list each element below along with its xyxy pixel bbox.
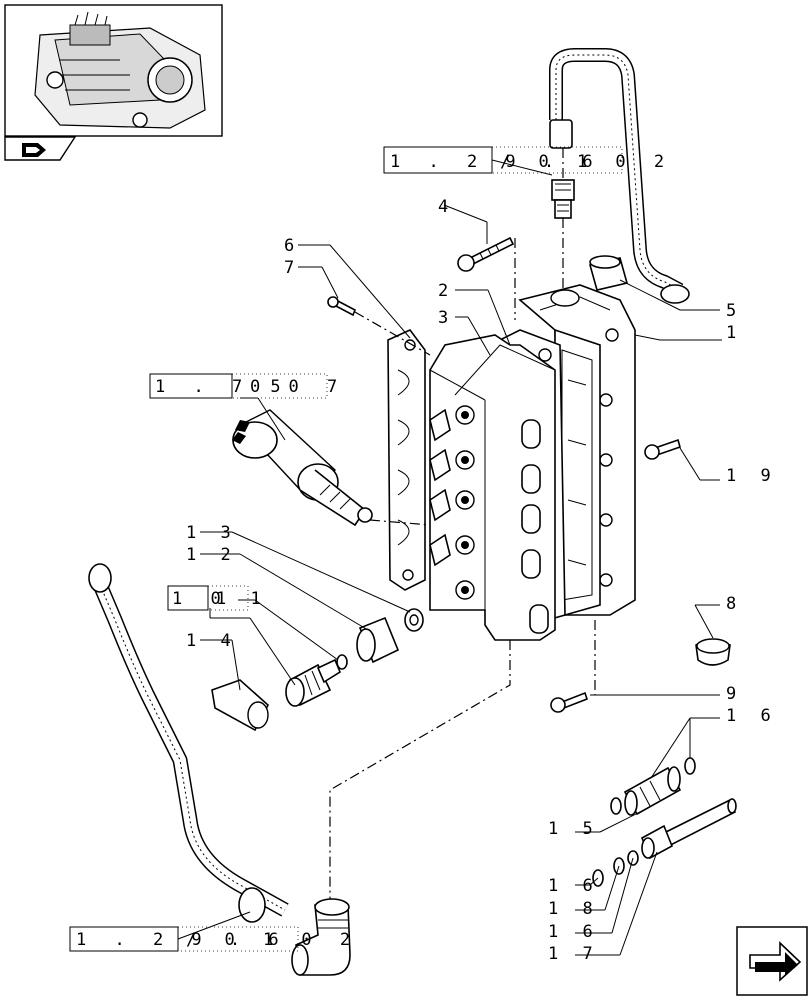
callout-16-bottom: 1 6 bbox=[548, 922, 600, 942]
solenoid-valve bbox=[232, 409, 373, 527]
ref-mid-box-text: 1 . 7 5 bbox=[155, 377, 290, 397]
sleeve-12 bbox=[356, 616, 400, 664]
callout-15: 1 5 bbox=[548, 819, 600, 839]
ref-top-tail-text: / 0 1 0 2 bbox=[500, 152, 673, 172]
next-page-arrow-icon bbox=[749, 941, 802, 982]
o-ring-small bbox=[336, 654, 348, 670]
reference-top[interactable]: 1 . 2 9 . 6 / 0 1 0 2 bbox=[383, 146, 673, 174]
callout-19: 1 9 bbox=[726, 466, 778, 486]
callout-17: 1 7 bbox=[548, 944, 600, 964]
upper-oil-pipe bbox=[549, 48, 690, 304]
callout-13: 1 3 bbox=[186, 523, 238, 543]
callout-16-mid: 1 6 bbox=[548, 876, 600, 896]
elbow-fitting bbox=[291, 898, 351, 976]
fitting-15 bbox=[623, 766, 682, 816]
bolt-9 bbox=[550, 691, 588, 713]
ref-mid-tail-text: 0 0 7 bbox=[250, 377, 346, 397]
callout-18: 1 8 bbox=[548, 899, 600, 919]
ref-left-box-text: 1 0 bbox=[172, 589, 230, 609]
top-fitting bbox=[551, 179, 575, 219]
callout-5: 5 bbox=[726, 301, 743, 321]
callout-14: 1 4 bbox=[186, 631, 238, 651]
ref-bottom-box-text: 1 . 2 9 . 6 bbox=[76, 930, 288, 950]
next-page-button[interactable] bbox=[736, 926, 808, 996]
bookmark-tab[interactable] bbox=[4, 136, 77, 161]
bolt-4 bbox=[457, 236, 515, 272]
sensor-11 bbox=[285, 658, 341, 707]
ref-top-box-text: 1 . 2 9 . 6 bbox=[390, 152, 602, 172]
callout-11: 1 1 bbox=[216, 589, 268, 609]
transmission-assembly-icon bbox=[34, 11, 206, 129]
callout-9: 9 bbox=[726, 684, 743, 704]
gasket-6 bbox=[387, 329, 426, 591]
lower-oil-pipe bbox=[88, 563, 289, 923]
callout-6: 6 bbox=[284, 236, 301, 256]
clip-14 bbox=[211, 679, 269, 732]
callout-2: 2 bbox=[438, 281, 455, 301]
page-tab-arrow-icon bbox=[22, 143, 46, 157]
callout-12: 1 2 bbox=[186, 545, 238, 565]
sleeve-5 bbox=[589, 255, 628, 291]
callout-4: 4 bbox=[438, 197, 455, 217]
ref-bottom-tail-text: / 0 1 0 2 bbox=[186, 930, 359, 950]
reference-bottom[interactable]: 1 . 2 9 . 6 / 0 1 0 2 bbox=[69, 926, 359, 952]
reference-mid[interactable]: 1 . 7 5 0 0 7 bbox=[149, 373, 346, 399]
screw-7 bbox=[327, 296, 357, 317]
pipe-17 bbox=[640, 798, 737, 860]
control-valve-block bbox=[429, 334, 556, 641]
callout-1: 1 bbox=[726, 323, 743, 343]
bolt-19 bbox=[644, 438, 681, 460]
callout-7: 7 bbox=[284, 258, 301, 278]
washer-13 bbox=[404, 608, 424, 632]
callout-8: 8 bbox=[726, 594, 743, 614]
callout-3: 3 bbox=[438, 308, 455, 328]
callout-16-top: 1 6 bbox=[726, 706, 778, 726]
nut-8 bbox=[695, 638, 731, 666]
thumbnail-box[interactable] bbox=[4, 4, 223, 137]
